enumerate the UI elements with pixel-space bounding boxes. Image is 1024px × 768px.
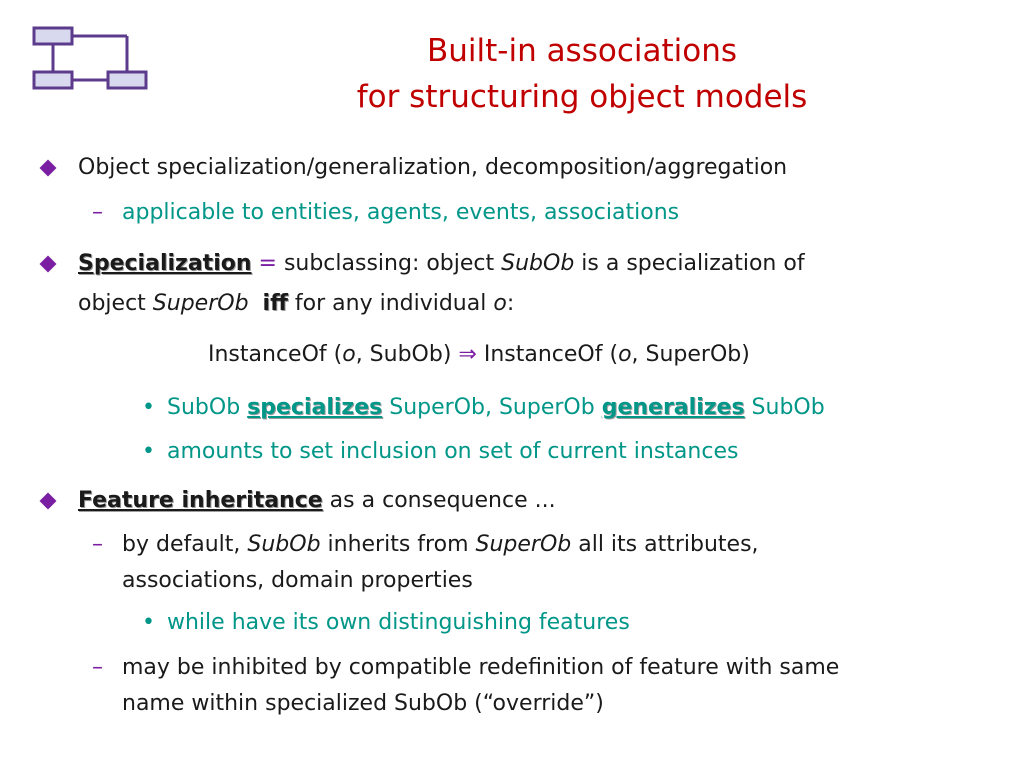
dot-icon: • [142,610,155,635]
specialization-keyword: Specialization [78,251,252,276]
bullet-2-dot-1: SubOb specializes SuperOb, SuperOb gener… [167,395,825,420]
iff-keyword: iff [262,291,288,316]
implies-arrow-icon: ⇒ [458,342,477,367]
dash-icon: – [92,655,103,680]
feature-inheritance-keyword: Feature inheritance [78,488,323,513]
bullet-2-dot-2: amounts to set inclusion on set of curre… [167,439,739,464]
dash-icon: – [92,200,103,225]
dot-icon: • [142,395,155,420]
title-line-1: Built-in associations [426,33,738,69]
specializes-keyword: specializes [247,395,383,420]
diagram-logo-icon [32,26,148,90]
generalizes-keyword: generalizes [601,395,745,420]
bullet-2-line-2: object SuperOb iff for any individual o: [78,291,515,316]
bullet-diamond-icon [39,159,57,177]
bullet-1-text: Object specialization/generalization, de… [78,155,788,180]
bullet-3-sub-2-line-2: name within specialized SubOb (“override… [122,691,604,716]
bullet-diamond-icon [39,492,57,510]
title-line-2: for structuring object models [356,79,808,115]
dot-icon: • [142,439,155,464]
bullet-3-sub-2-line-1: may be inhibited by compatible redefinit… [122,655,840,680]
instanceof-formula: InstanceOf (o, SubOb) ⇒ InstanceOf (o, S… [208,342,750,367]
bullet-3-text: Feature inheritance as a consequence ... [78,488,556,513]
bullet-3-sub-1-line-2: associations, domain properties [122,568,473,593]
bullet-3-sub-1-line-1: by default, SubOb inherits from SuperOb … [122,532,759,557]
dash-icon: – [92,532,103,557]
bullet-1-sub-1: applicable to entities, agents, events, … [122,200,680,225]
bullet-diamond-icon [39,255,57,273]
slide-title: Built-in associations for structuring ob… [180,28,984,120]
bullet-2-line-1: Specialization = subclassing: object Sub… [78,251,805,276]
bullet-3-dot-1: while have its own distinguishing featur… [167,610,630,635]
